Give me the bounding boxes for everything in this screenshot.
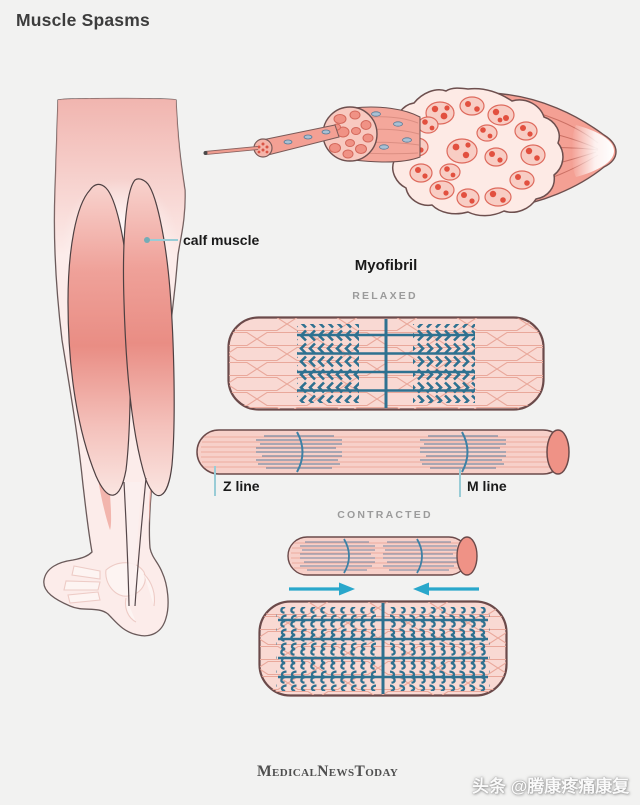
relaxed-sarcomere-diagram: [227, 316, 545, 411]
sarcomere-band-right: [420, 431, 506, 473]
calf-leader-line: [150, 239, 178, 241]
achilles-tendon-lines: [123, 477, 147, 607]
m-line-arc: [461, 431, 469, 473]
muscle-anatomy-illustration: [203, 87, 617, 217]
tendon: [571, 125, 614, 177]
leg-illustration: [43, 97, 186, 637]
z-line-label: Z line: [223, 478, 260, 494]
sarcomere-band-left: [256, 431, 342, 473]
myosin-heads-left: [297, 324, 359, 403]
m-line-leader: [459, 469, 461, 497]
myosin-heads-right: [413, 324, 475, 403]
m-line-arc: [416, 538, 423, 574]
z-line-leader: [214, 466, 216, 496]
sarcomere-band-right: [383, 538, 457, 574]
fascicle: [322, 106, 421, 163]
contracted-sarcomere-diagram: [258, 600, 508, 697]
muscle-fiber: [253, 124, 340, 158]
relaxed-myofibril-cylinder: [196, 429, 570, 475]
watermark-text: 头条 @腾康疼痛康复: [472, 777, 630, 796]
muscle-fibers-dots: [410, 101, 540, 204]
calf-muscle-bellies: [67, 178, 175, 497]
muscle-cross-section: [388, 87, 564, 217]
m-line-arc: [296, 431, 304, 473]
m-line-label: M line: [467, 478, 507, 494]
cylinder-striations: [201, 436, 555, 468]
cylinder-end-cap: [456, 536, 478, 576]
myosin-heads-right: [390, 607, 490, 691]
cylinder-end-cap: [546, 429, 570, 475]
page-title: Muscle Spasms: [16, 10, 150, 30]
calf-leader-dot: [144, 237, 150, 243]
nuclei: [371, 111, 412, 150]
contracted-label: CONTRACTED: [337, 509, 433, 521]
contraction-arrow-right: [413, 582, 479, 596]
sarcomere-band-left: [300, 538, 375, 574]
myosin-heads-left: [276, 607, 376, 691]
calf-muscle-label: calf muscle: [183, 232, 260, 248]
cylinder-striations: [291, 542, 464, 569]
m-line-arc: [343, 538, 350, 574]
contracted-myofibril-cylinder: [287, 536, 478, 576]
contraction-arrow-left: [289, 582, 355, 596]
brand-logo-text: MedicalNewsToday: [257, 763, 399, 780]
relaxed-label: RELAXED: [352, 290, 418, 302]
myofibril-stick: [203, 146, 259, 155]
myofibril-title: Myofibril: [354, 257, 418, 274]
achilles-highlight: [125, 482, 142, 605]
fiber-nuclei: [283, 129, 331, 145]
contraction-arrows: [289, 582, 479, 596]
fiber-myofibril-dots: [257, 142, 269, 154]
